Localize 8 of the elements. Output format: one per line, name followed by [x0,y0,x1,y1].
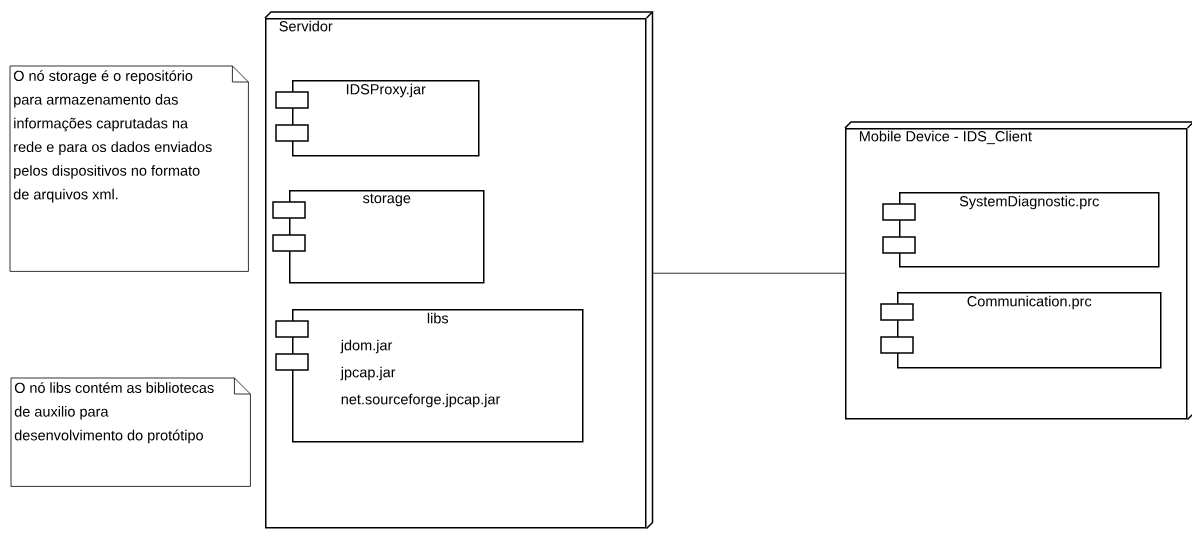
component-box: IDSProxy.jar [275,80,480,157]
component-box: storage [272,190,485,284]
note-box: O nó storage é o repositório para armazenamento das informações caprutadas na rede e para os dados enviados pelos dispositivos no formato de arquivos xml. [9,65,249,272]
connector-line [652,272,846,274]
component-box: libs jdom.jar jpcap.jar net.sourceforge.jpcap.jar [275,309,584,443]
note-box: O nó libs contém as bibliotecas de auxilio para desenvolvimento do protótipo [10,377,251,487]
component-box: SystemDiagnostic.prc [882,192,1160,268]
component-box: Communication.prc [880,292,1162,369]
